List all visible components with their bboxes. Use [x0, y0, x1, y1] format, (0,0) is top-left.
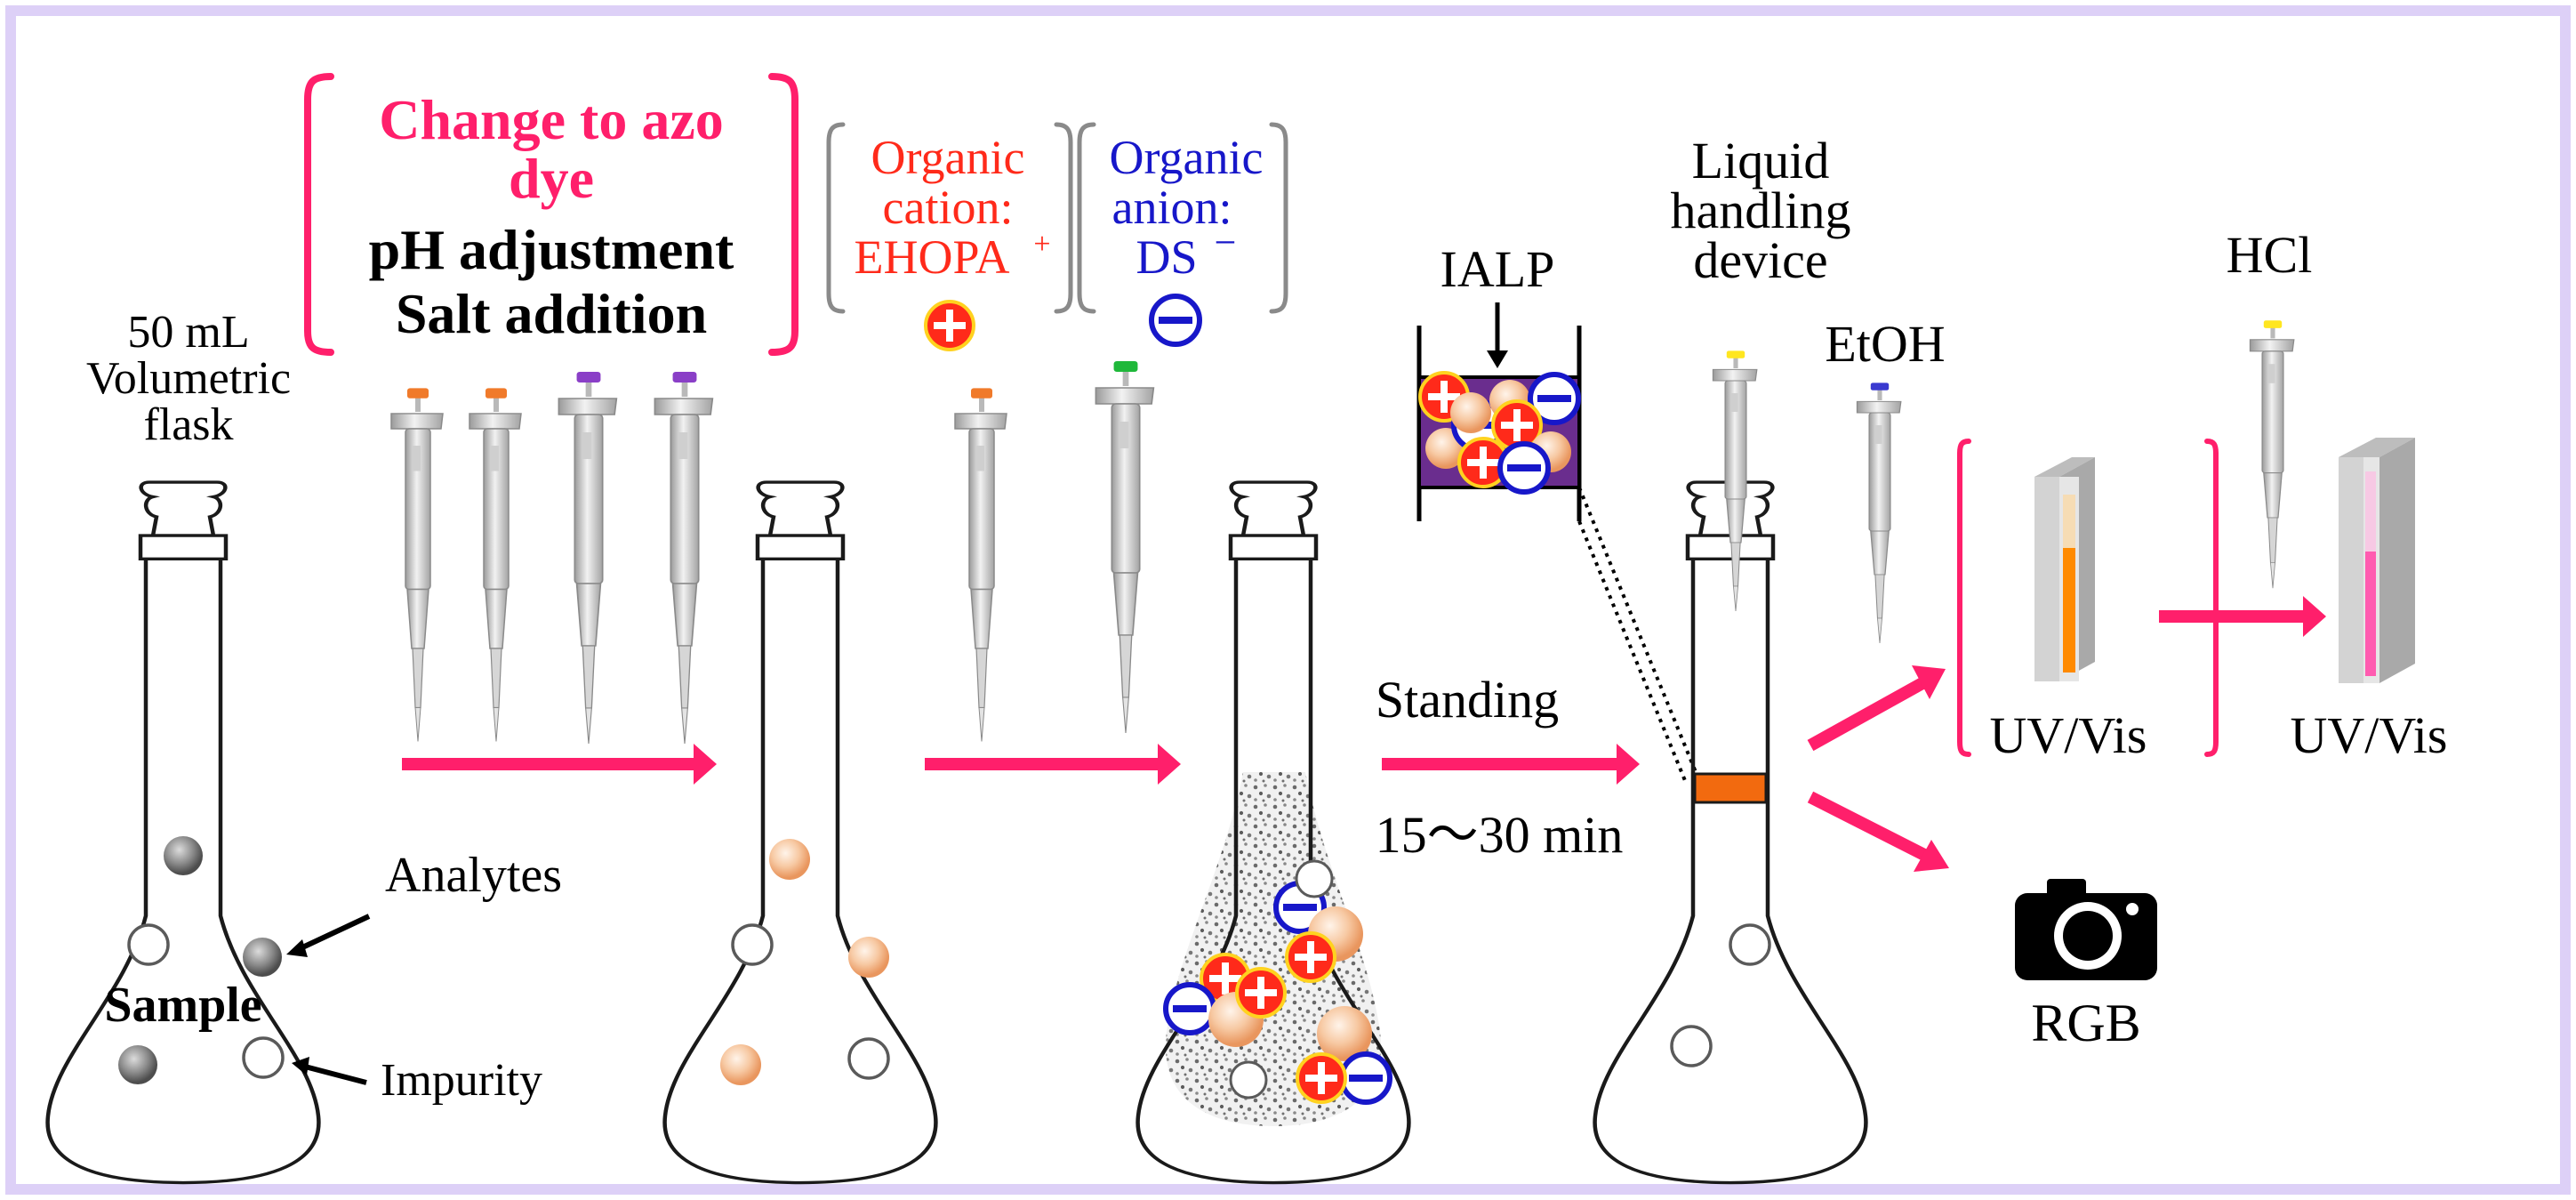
- analytes-pointer: [297, 914, 371, 952]
- arrow-down-right: [1807, 791, 1949, 872]
- arrow-right: [402, 744, 717, 785]
- svg-text:50 mL: 50 mL: [127, 307, 249, 358]
- arrow-right: [925, 744, 1181, 785]
- anion-label: Organic anion: DS −: [1110, 131, 1264, 284]
- svg-text:Liquid: Liquid: [1692, 132, 1830, 189]
- uvvis-bracket: [1957, 439, 2219, 757]
- standing-time-label: 15～30 min: [1376, 806, 1624, 864]
- camera-icon: [2015, 879, 2157, 980]
- svg-text:Volumetric: Volumetric: [86, 353, 291, 404]
- cation-label: Organic cation: EHOPA +: [854, 131, 1050, 284]
- micropipette-icon: [954, 388, 1007, 743]
- svg-text:EHOPA: EHOPA: [854, 230, 1009, 284]
- cuvette-icon: [2034, 457, 2095, 681]
- svg-text:Change to azo: Change to azo: [379, 88, 724, 151]
- ialp-label: IALP: [1440, 240, 1555, 298]
- micropipette-icon: [654, 372, 714, 745]
- analyte-ball: [848, 937, 889, 978]
- sample-label: Sample: [104, 978, 261, 1033]
- impurity-ball: [1729, 923, 1771, 966]
- arrow-right: [2159, 596, 2326, 637]
- svg-text:Organic: Organic: [1110, 131, 1264, 184]
- svg-text:cation:: cation:: [883, 181, 1014, 234]
- impurity-ball: [127, 923, 170, 966]
- flask-label: 50 mL Volumetric flask: [86, 307, 291, 450]
- plus-in-red-circle-icon: [924, 300, 975, 351]
- uvvis-label-2: UV/Vis: [2291, 706, 2448, 764]
- svg-text:Organic: Organic: [871, 131, 1025, 184]
- impurity-ball: [1670, 1025, 1713, 1067]
- step1-bracket: [304, 73, 798, 356]
- micropipette-icon: [2249, 320, 2295, 589]
- rgb-label: RGB: [2031, 994, 2140, 1052]
- svg-text:−: −: [1215, 221, 1237, 264]
- analyte-ball: [164, 836, 203, 875]
- arrow-right: [1382, 744, 1640, 785]
- svg-text:anion:: anion:: [1112, 181, 1232, 234]
- ialp-layer: [1693, 772, 1768, 804]
- uvvis-label-1: UV/Vis: [1990, 706, 2147, 764]
- volumetric-flask-icon: [1595, 482, 1866, 1183]
- micropipette-icon: [1856, 383, 1902, 644]
- analyte-ball: [118, 1045, 157, 1084]
- svg-text:+: +: [1033, 228, 1050, 261]
- anion-bracket: [1077, 122, 1288, 314]
- micropipette-icon: [390, 388, 444, 743]
- outer-frame: [5, 5, 2571, 1195]
- step1-text: Change to azo dye pH adjustment Salt add…: [369, 88, 734, 345]
- analyte-ball: [243, 938, 282, 977]
- impurity-ball: [847, 1037, 890, 1080]
- svg-text:handling: handling: [1671, 181, 1851, 239]
- minus-in-blue-circle-icon: [1152, 296, 1200, 344]
- svg-text:DS: DS: [1136, 230, 1197, 284]
- svg-text:device: device: [1693, 231, 1827, 289]
- impurity-label: Impurity: [381, 1055, 542, 1106]
- impurity-pointer: [304, 1064, 367, 1085]
- cuvette-icon: [2339, 438, 2415, 683]
- impurity-ball: [242, 1036, 285, 1079]
- cation-bracket: [826, 122, 1073, 314]
- micropipette-icon: [1095, 361, 1155, 734]
- etoh-label: EtOH: [1825, 315, 1945, 373]
- analytes-label: Analytes: [385, 848, 562, 903]
- inset-dotted-line: [1577, 487, 1702, 784]
- volumetric-flask-icon: [48, 482, 319, 1183]
- micropipette-icon: [558, 372, 618, 745]
- analyte-ball: [769, 839, 810, 880]
- hcl-label: HCl: [2227, 226, 2313, 284]
- impurity-ball: [731, 923, 774, 966]
- standing-label: Standing: [1376, 671, 1559, 729]
- svg-text:pH adjustment: pH adjustment: [369, 218, 734, 281]
- svg-text:Salt addition: Salt addition: [396, 282, 707, 345]
- micropipette-icon: [1712, 350, 1758, 612]
- volumetric-flask-icon: [665, 482, 936, 1183]
- ialp-inset: [1416, 326, 1582, 521]
- arrow-up-right: [1807, 665, 1946, 752]
- device-label: Liquid handling device: [1671, 132, 1851, 289]
- micropipette-icon: [469, 388, 522, 743]
- analyte-ball: [720, 1044, 761, 1085]
- svg-text:dye: dye: [509, 147, 594, 210]
- inset-dotted-line: [1577, 520, 1688, 784]
- svg-text:flask: flask: [143, 399, 233, 450]
